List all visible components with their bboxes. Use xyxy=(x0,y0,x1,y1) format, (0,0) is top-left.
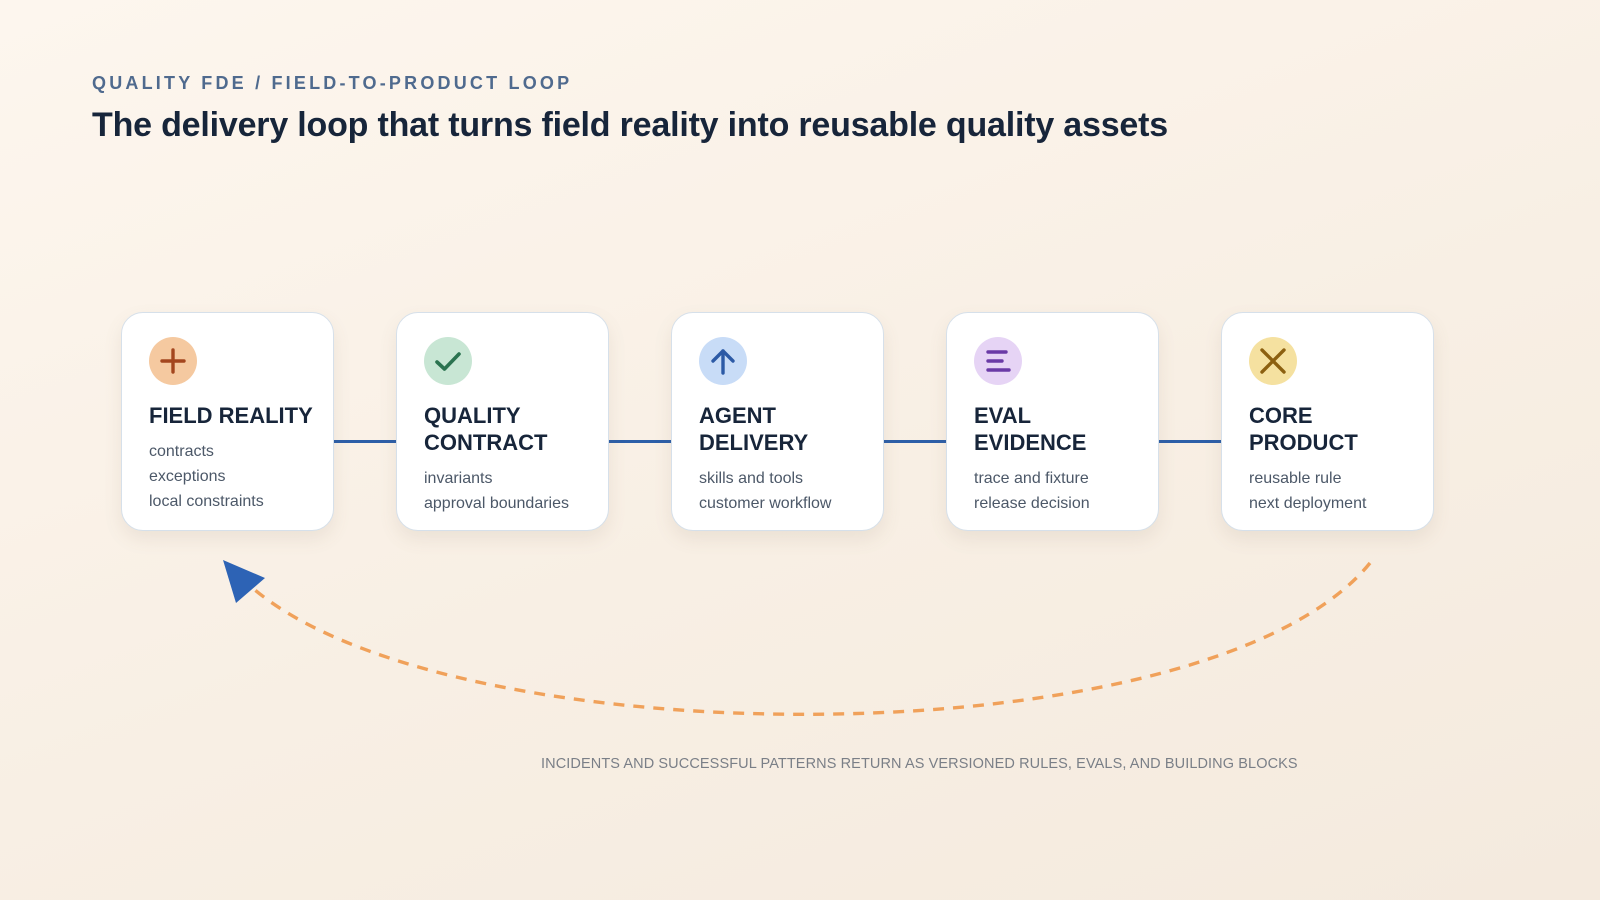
connector-3-4 xyxy=(884,440,946,443)
step-card-eval-evidence: EVAL EVIDENCE trace and fixture release … xyxy=(946,312,1159,531)
step-title: QUALITY CONTRACT xyxy=(424,403,548,455)
icon-badge xyxy=(974,337,1022,385)
step-details: skills and tools customer workflow xyxy=(699,466,883,516)
step-detail-line: approval boundaries xyxy=(424,495,569,512)
icon-badge xyxy=(1249,337,1297,385)
icon-badge xyxy=(699,337,747,385)
menu-lines-icon xyxy=(986,350,1011,372)
page-title: The delivery loop that turns field reali… xyxy=(92,106,1168,144)
eyebrow-label: QUALITY FDE / FIELD-TO-PRODUCT LOOP xyxy=(92,73,573,93)
step-details: contracts exceptions local constraints xyxy=(149,439,333,514)
icon-badge xyxy=(149,337,197,385)
step-details: reusable rule next deployment xyxy=(1249,466,1433,516)
step-detail-line: next deployment xyxy=(1249,495,1367,512)
connector-2-3 xyxy=(609,440,671,443)
loop-caption: INCIDENTS AND SUCCESSFUL PATTERNS RETURN… xyxy=(541,756,1298,772)
feedback-loop-path xyxy=(253,561,1372,716)
step-detail-line: reusable rule xyxy=(1249,470,1342,487)
connector-1-2 xyxy=(334,440,396,443)
step-details: invariants approval boundaries xyxy=(424,466,608,516)
step-card-quality-contract: QUALITY CONTRACT invariants approval bou… xyxy=(396,312,609,531)
step-detail-line: local constraints xyxy=(149,493,264,510)
step-title: FIELD REALITY xyxy=(149,403,313,428)
step-detail-line: skills and tools xyxy=(699,470,804,487)
plus-icon xyxy=(160,348,186,374)
step-card-agent-delivery: AGENT DELIVERY skills and tools customer… xyxy=(671,312,884,531)
step-title: AGENT DELIVERY xyxy=(699,403,809,455)
icon-badge xyxy=(424,337,472,385)
step-detail-line: invariants xyxy=(424,470,493,487)
step-detail-line: contracts xyxy=(149,443,214,460)
step-card-field-reality: FIELD REALITY contracts exceptions local… xyxy=(121,312,334,531)
step-detail-line: exceptions xyxy=(149,468,226,485)
arrowhead-icon xyxy=(223,560,265,603)
step-title: EVAL EVIDENCE xyxy=(974,403,1087,455)
connector-4-5 xyxy=(1159,440,1221,443)
step-detail-line: release decision xyxy=(974,495,1090,512)
step-card-core-product: CORE PRODUCT reusable rule next deployme… xyxy=(1221,312,1434,531)
arrow-up-icon xyxy=(711,349,735,375)
step-detail-line: customer workflow xyxy=(699,495,832,512)
step-detail-line: trace and fixture xyxy=(974,470,1089,487)
step-details: trace and fixture release decision xyxy=(974,466,1158,516)
check-icon xyxy=(435,352,461,371)
x-icon xyxy=(1260,348,1286,374)
step-title: CORE PRODUCT xyxy=(1249,403,1358,455)
